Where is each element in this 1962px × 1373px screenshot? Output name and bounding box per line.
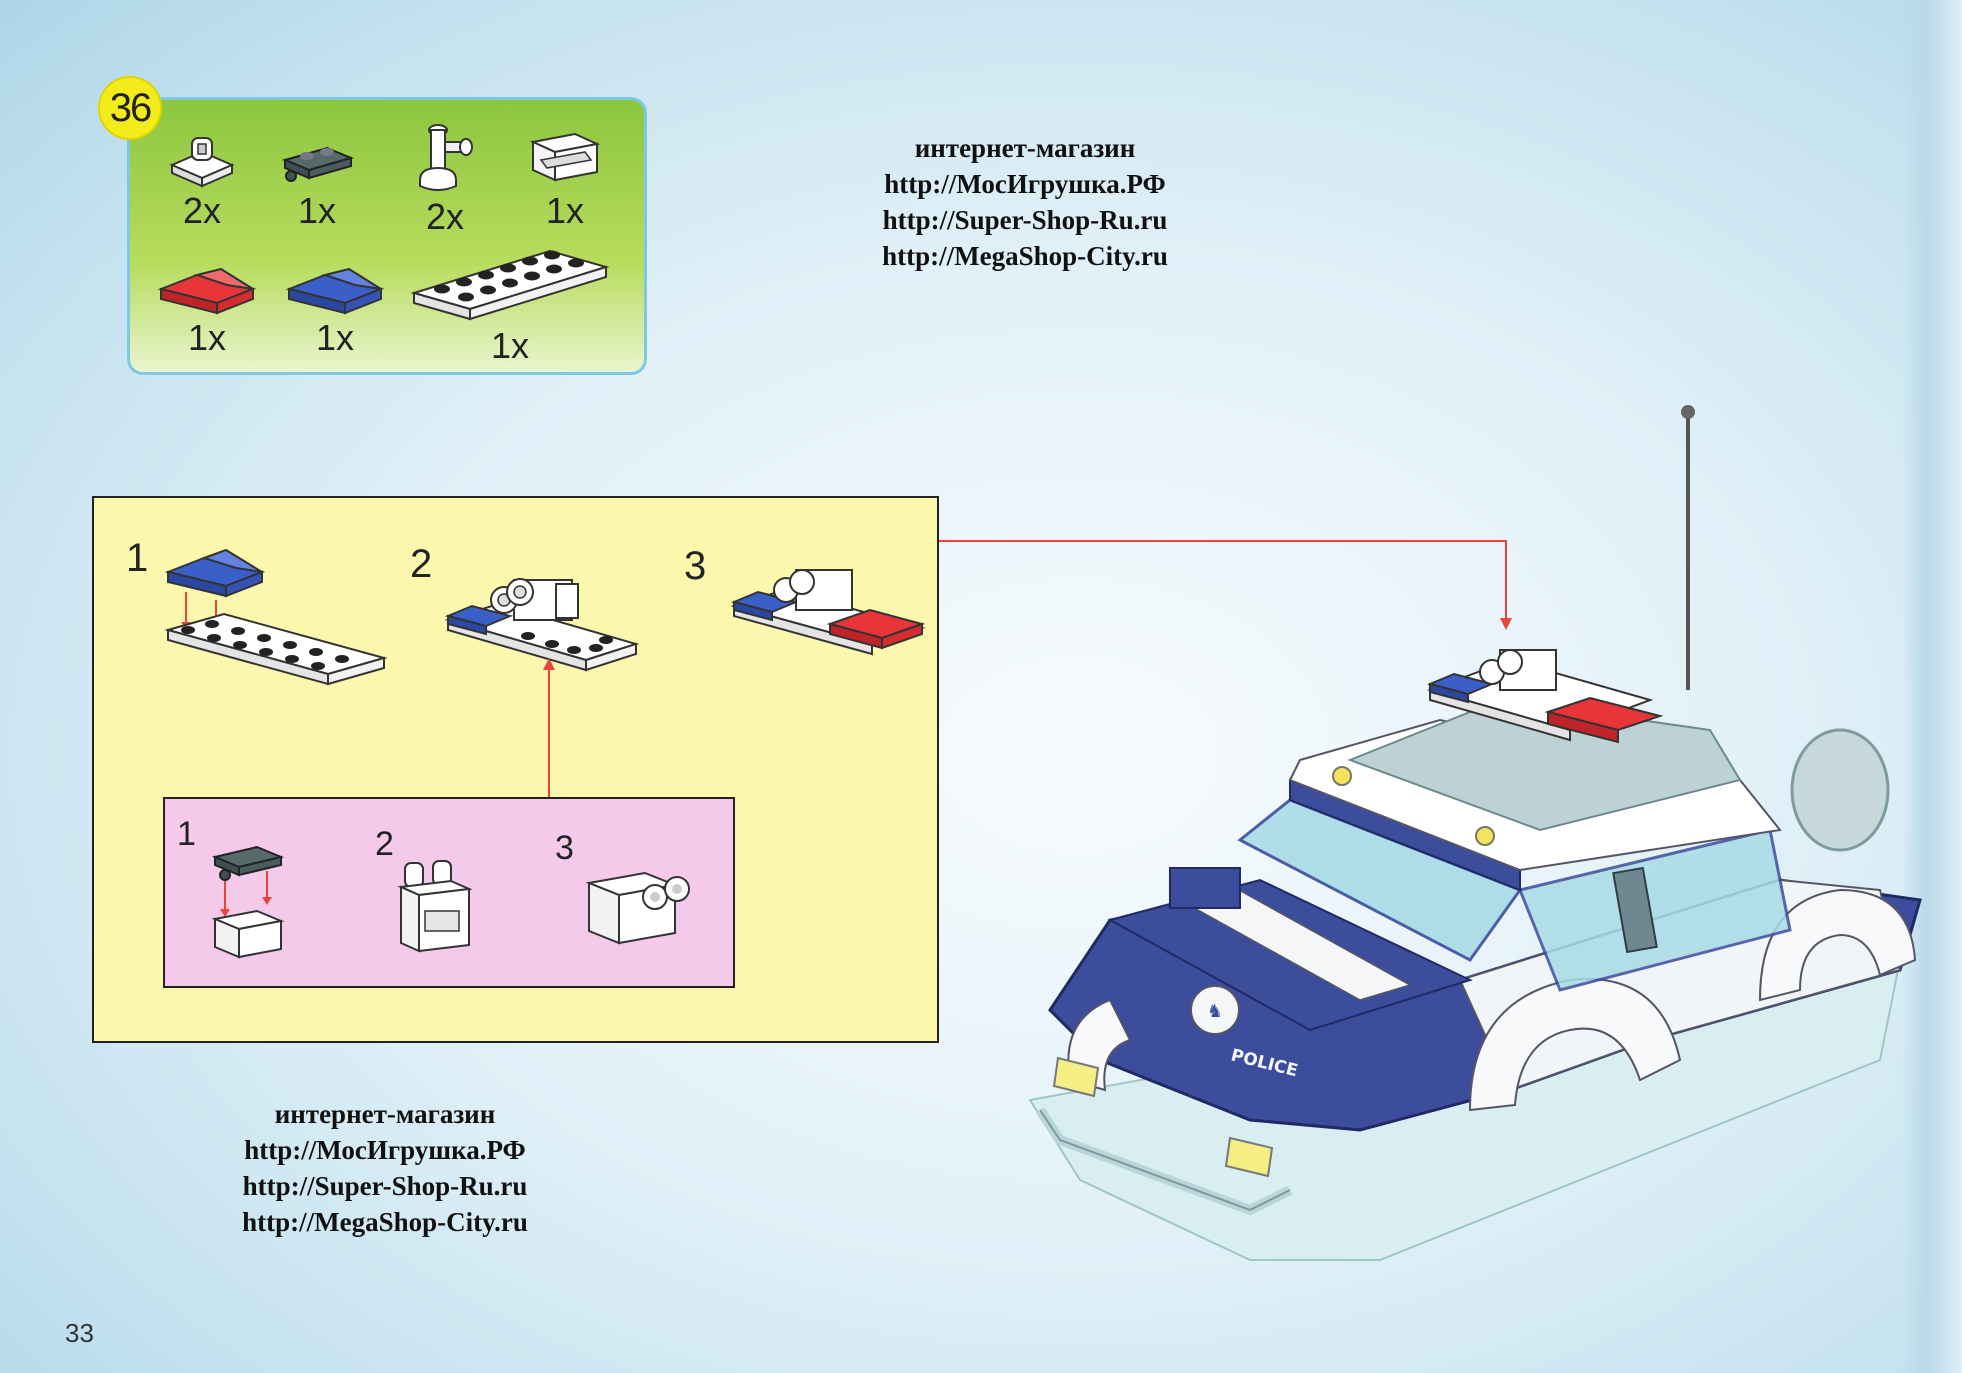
roof-light-bar [1426, 649, 1664, 744]
white-bracket-icon [529, 132, 601, 182]
watermark-top: интернет-магазин http://МосИгрушка.РФ ht… [830, 130, 1220, 274]
page-spine-shadow [1902, 0, 1962, 1373]
part-qty: 1x [315, 317, 355, 358]
substep-1-illustration [164, 548, 388, 686]
white-lamp-holder-icon [419, 124, 473, 191]
part-item: 1x [280, 265, 390, 359]
watermark-link[interactable]: http://МосИгрушка.РФ [884, 169, 1166, 199]
watermark-link[interactable]: http://МосИгрушка.РФ [244, 1135, 526, 1165]
pink-step-1-illustration [211, 845, 285, 959]
part-item: 1x [405, 245, 615, 367]
dark-grey-jumper-plate-icon [281, 146, 355, 182]
watermark-line: интернет-магазин [274, 1099, 496, 1129]
part-qty: 2x [425, 196, 465, 237]
watermark-link[interactable]: http://MegaShop-City.ru [242, 1207, 528, 1237]
substep-3-illustration [730, 569, 926, 656]
subsubstep-number: 1 [177, 815, 196, 853]
pink-step-2-illustration [397, 860, 473, 953]
substep-number: 1 [126, 536, 149, 580]
subsubstep-number: 2 [375, 825, 394, 863]
part-item: 1x [152, 265, 262, 359]
substep-number: 3 [684, 544, 707, 588]
part-item: 1x [515, 130, 615, 232]
side-ladder [1612, 866, 1658, 954]
parts-list-panel: 2x 1x 2x 1x [127, 97, 647, 375]
substep-2-illustration [444, 578, 640, 672]
part-qty: 1x [490, 325, 530, 366]
watermark-link[interactable]: http://Super-Shop-Ru.ru [882, 205, 1168, 235]
part-qty: 1x [545, 190, 585, 231]
svg-text:♞: ♞ [1207, 1001, 1223, 1022]
blue-slope-icon [285, 267, 385, 315]
part-item: 1x [267, 130, 367, 232]
lamp-subassembly-panel: 1 2 3 [163, 797, 735, 988]
part-qty: 1x [297, 190, 337, 231]
pink-step-3-illustration [585, 871, 690, 945]
part-item: 2x [152, 130, 252, 232]
part-item: 2x [395, 120, 495, 238]
lion-logo-icon [1190, 985, 1240, 1035]
step-number-badge: 36 [98, 76, 162, 140]
subsubstep-number: 3 [555, 829, 574, 867]
substep-number: 2 [410, 542, 433, 586]
part-qty: 1x [187, 317, 227, 358]
watermark-link[interactable]: http://Super-Shop-Ru.ru [242, 1171, 528, 1201]
watermark-bottom: интернет-магазин http://МосИгрушка.РФ ht… [190, 1096, 580, 1240]
watermark-line: интернет-магазин [914, 133, 1136, 163]
callout-arrow-up [543, 658, 555, 798]
red-slope-icon [157, 267, 257, 315]
white-clip-plate-icon [169, 137, 235, 188]
callout-arrow-to-roof [939, 540, 1507, 620]
white-plate-2x6-icon [410, 249, 610, 321]
part-qty: 2x [182, 190, 222, 231]
watermark-link[interactable]: http://MegaShop-City.ru [882, 241, 1168, 271]
page-number: 33 [65, 1318, 94, 1348]
